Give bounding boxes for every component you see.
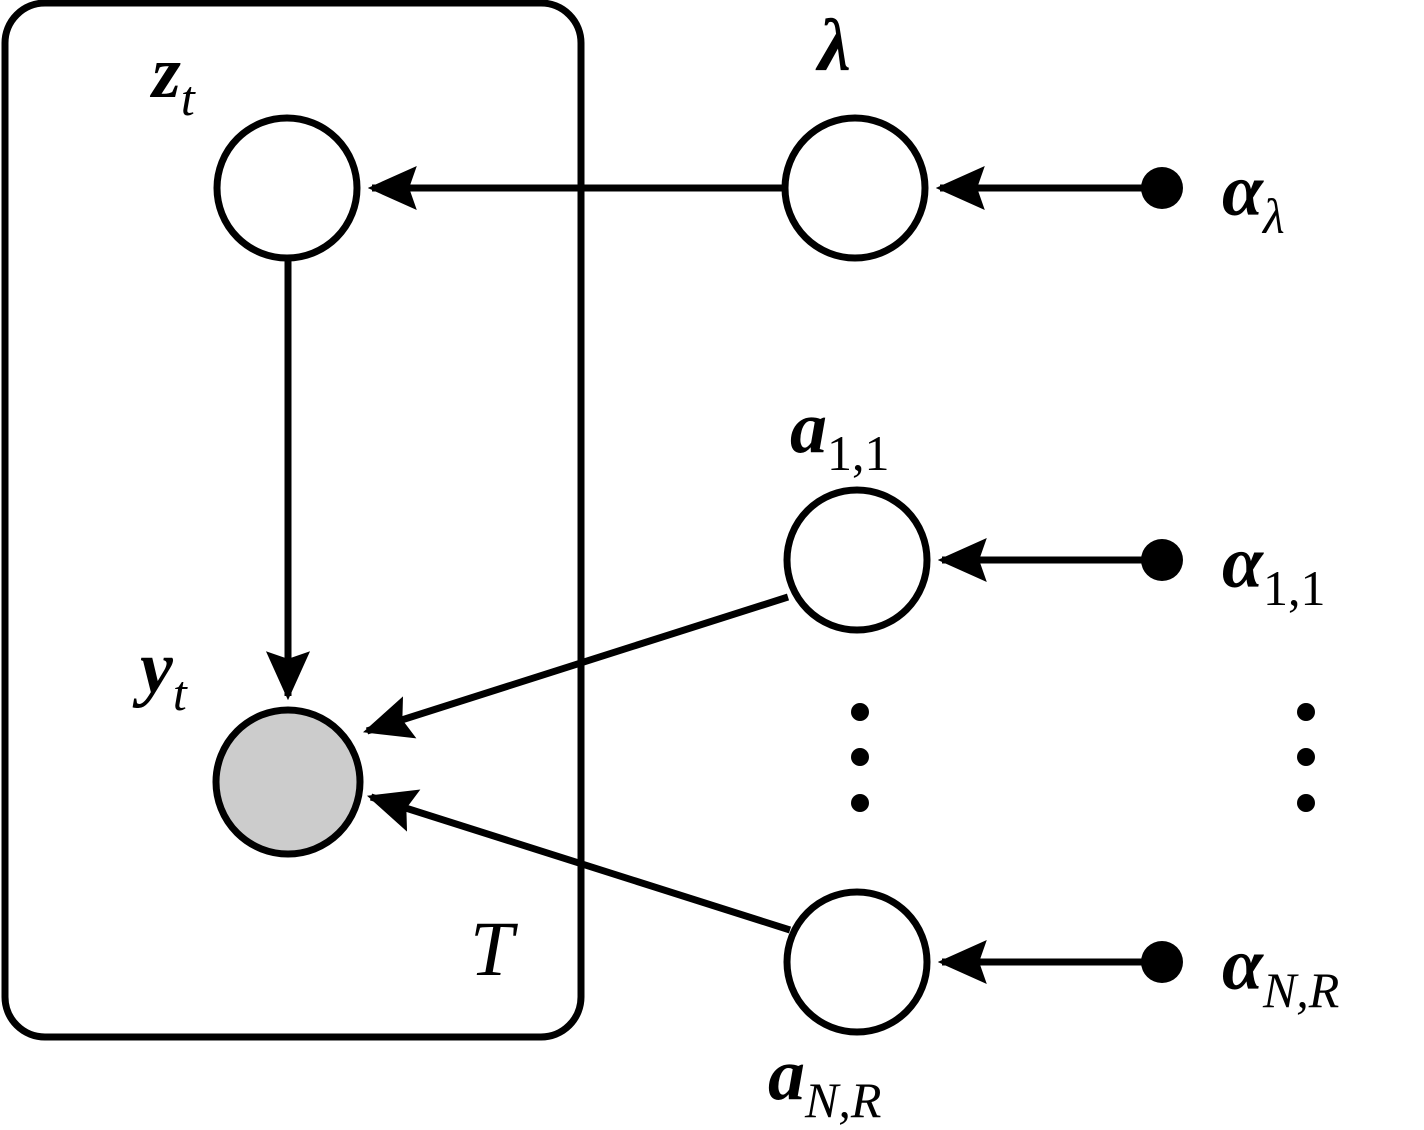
- node-a-n-r-label: aN,R: [768, 1034, 881, 1128]
- node-z-t-label: zt: [149, 32, 196, 126]
- node-z-t-label-base: z: [149, 32, 181, 114]
- node-lambda-circle[interactable]: [781, 114, 929, 262]
- alpha-lambda-label-base: α: [1222, 150, 1264, 232]
- node-z-t[interactable]: zt: [149, 32, 361, 262]
- alpha-n-r-label-sub: N,R: [1262, 962, 1339, 1018]
- edge-aNR-to-y: [366, 789, 792, 934]
- vertical-ellipsis-nodes: [851, 703, 869, 812]
- node-z-t-label-sub: t: [181, 70, 196, 126]
- vertical-ellipsis-hyperparams: [1297, 703, 1315, 812]
- ellipsis-dot: [1297, 794, 1315, 812]
- node-a-n-r-label-sub: N,R: [804, 1072, 881, 1128]
- node-y-t-circle[interactable]: [212, 706, 364, 858]
- alpha-1-1-dot[interactable]: [1141, 539, 1183, 581]
- node-y-t-label: yt: [132, 627, 188, 721]
- node-z-t-circle[interactable]: [213, 114, 361, 262]
- node-y-t-label-sub: t: [173, 665, 188, 721]
- alpha-1-1-label-sub: 1,1: [1263, 560, 1326, 616]
- plate-T: T: [1, 0, 585, 1041]
- node-a-1-1[interactable]: a1,1: [783, 387, 931, 634]
- node-y-t-label-base: y: [132, 627, 174, 709]
- node-a-1-1-label-base: a: [790, 387, 827, 469]
- node-a-n-r-circle[interactable]: [783, 888, 931, 1036]
- node-a-1-1-label: a1,1: [790, 387, 890, 481]
- node-y-t[interactable]: yt: [132, 627, 364, 858]
- node-a-1-1-circle[interactable]: [783, 486, 931, 634]
- hyperparam-alpha-n-r[interactable]: αN,R: [1141, 924, 1339, 1018]
- ellipsis-dot: [1297, 748, 1315, 766]
- alpha-1-1-label-base: α: [1222, 522, 1264, 604]
- alpha-lambda-dot[interactable]: [1141, 167, 1183, 209]
- alpha-1-1-label: α1,1: [1222, 522, 1325, 616]
- ellipsis-dot: [851, 794, 869, 812]
- hyperparam-alpha-1-1[interactable]: α1,1: [1141, 522, 1325, 616]
- alpha-n-r-dot[interactable]: [1141, 941, 1183, 983]
- alpha-lambda-label: αλ: [1222, 150, 1285, 244]
- alpha-lambda-label-sub: λ: [1261, 188, 1285, 244]
- alpha-n-r-label-base: α: [1222, 924, 1264, 1006]
- edge-a11-to-y: [362, 593, 790, 739]
- ellipsis-dot: [851, 703, 869, 721]
- ellipsis-dot: [851, 748, 869, 766]
- alpha-n-r-label: αN,R: [1222, 924, 1339, 1018]
- node-a-1-1-label-sub: 1,1: [827, 425, 890, 481]
- hyperparam-alpha-lambda[interactable]: αλ: [1141, 150, 1285, 244]
- node-lambda-label: λ: [815, 5, 851, 87]
- node-a-n-r-label-base: a: [768, 1034, 805, 1116]
- plate-rect: [1, 0, 585, 1041]
- plate-label: T: [470, 905, 518, 992]
- node-lambda[interactable]: λ: [781, 5, 929, 262]
- node-a-n-r[interactable]: aN,R: [768, 888, 931, 1128]
- ellipsis-dot: [1297, 703, 1315, 721]
